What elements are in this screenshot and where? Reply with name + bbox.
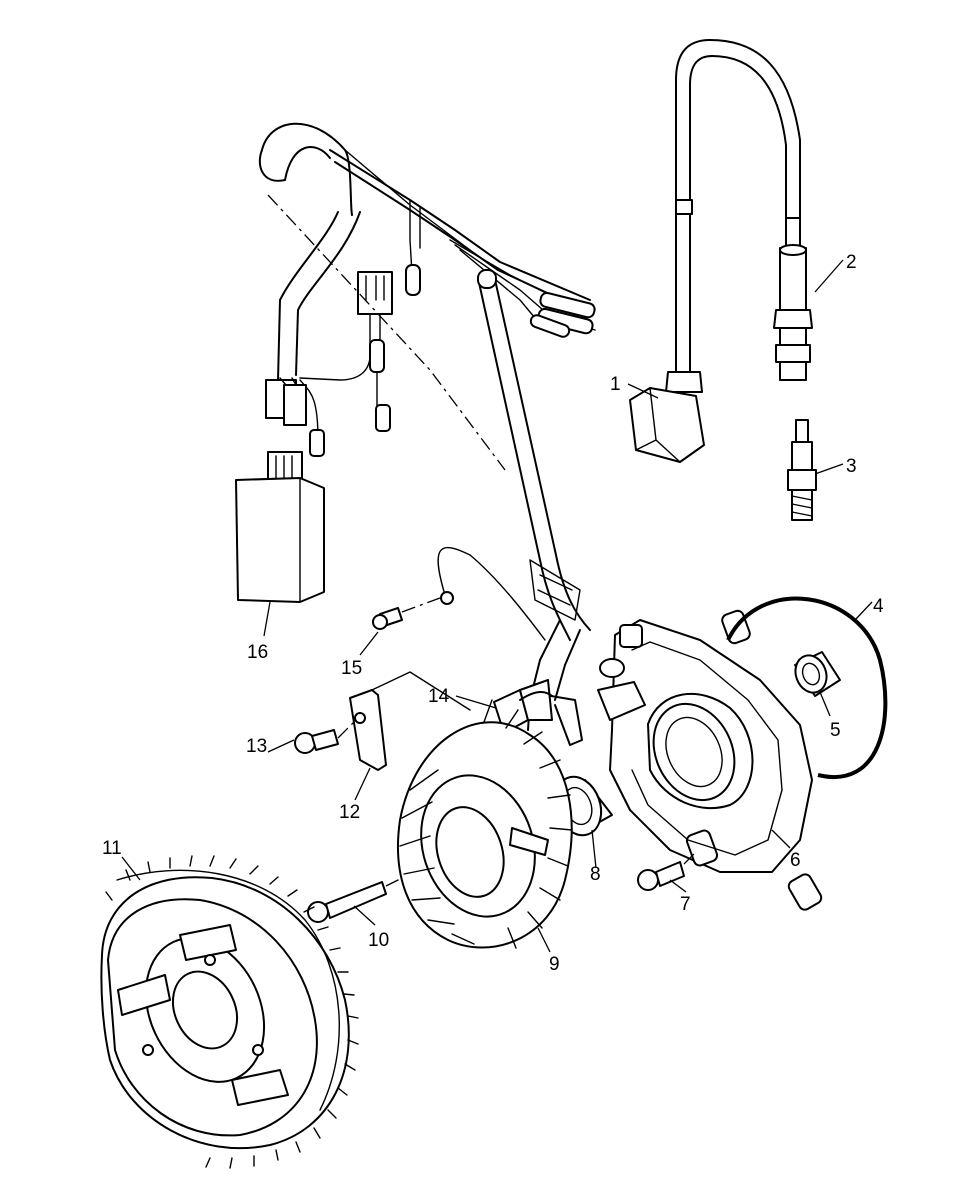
cdi-module: [235, 451, 325, 603]
callout-3: 3: [846, 456, 857, 477]
callout-5: 5: [830, 720, 841, 741]
oil-seal-5: [794, 651, 841, 697]
spark-plug-boot: [709, 39, 813, 381]
callout-13: 13: [246, 736, 267, 757]
callout-12: 12: [339, 802, 360, 823]
ground-wire: [437, 546, 546, 641]
callout-4: 4: [873, 596, 884, 617]
screw-15: [372, 597, 441, 630]
callout-9: 9: [549, 954, 560, 975]
callout-15: 15: [341, 658, 362, 679]
stator-lead-bundle: [477, 269, 591, 746]
callout-16: 16: [247, 642, 268, 663]
stator-plate: [597, 609, 823, 911]
stator-coil: [397, 699, 573, 949]
screw-13: [294, 719, 357, 754]
callout-10: 10: [368, 930, 389, 951]
callout-8: 8: [590, 864, 601, 885]
callout-labels: 1 2 3 4 5 6 7 8 9 10 11 12 13 14 15 16: [102, 252, 884, 975]
spark-plug: [787, 419, 817, 521]
o-ring: [726, 596, 888, 779]
callout-2: 2: [846, 252, 857, 273]
screw-7: [637, 851, 697, 891]
callout-1: 1: [610, 374, 621, 395]
leader-lines: [121, 259, 873, 953]
flywheel: [100, 855, 359, 1169]
callout-7: 7: [680, 894, 691, 915]
wiring-harness: [258, 122, 596, 457]
ignition-coil: [629, 39, 713, 463]
callout-11: 11: [102, 838, 122, 859]
bolt-10: [307, 877, 403, 923]
mounting-bracket: [349, 671, 471, 771]
callout-6: 6: [790, 850, 801, 871]
callout-14: 14: [428, 686, 450, 707]
